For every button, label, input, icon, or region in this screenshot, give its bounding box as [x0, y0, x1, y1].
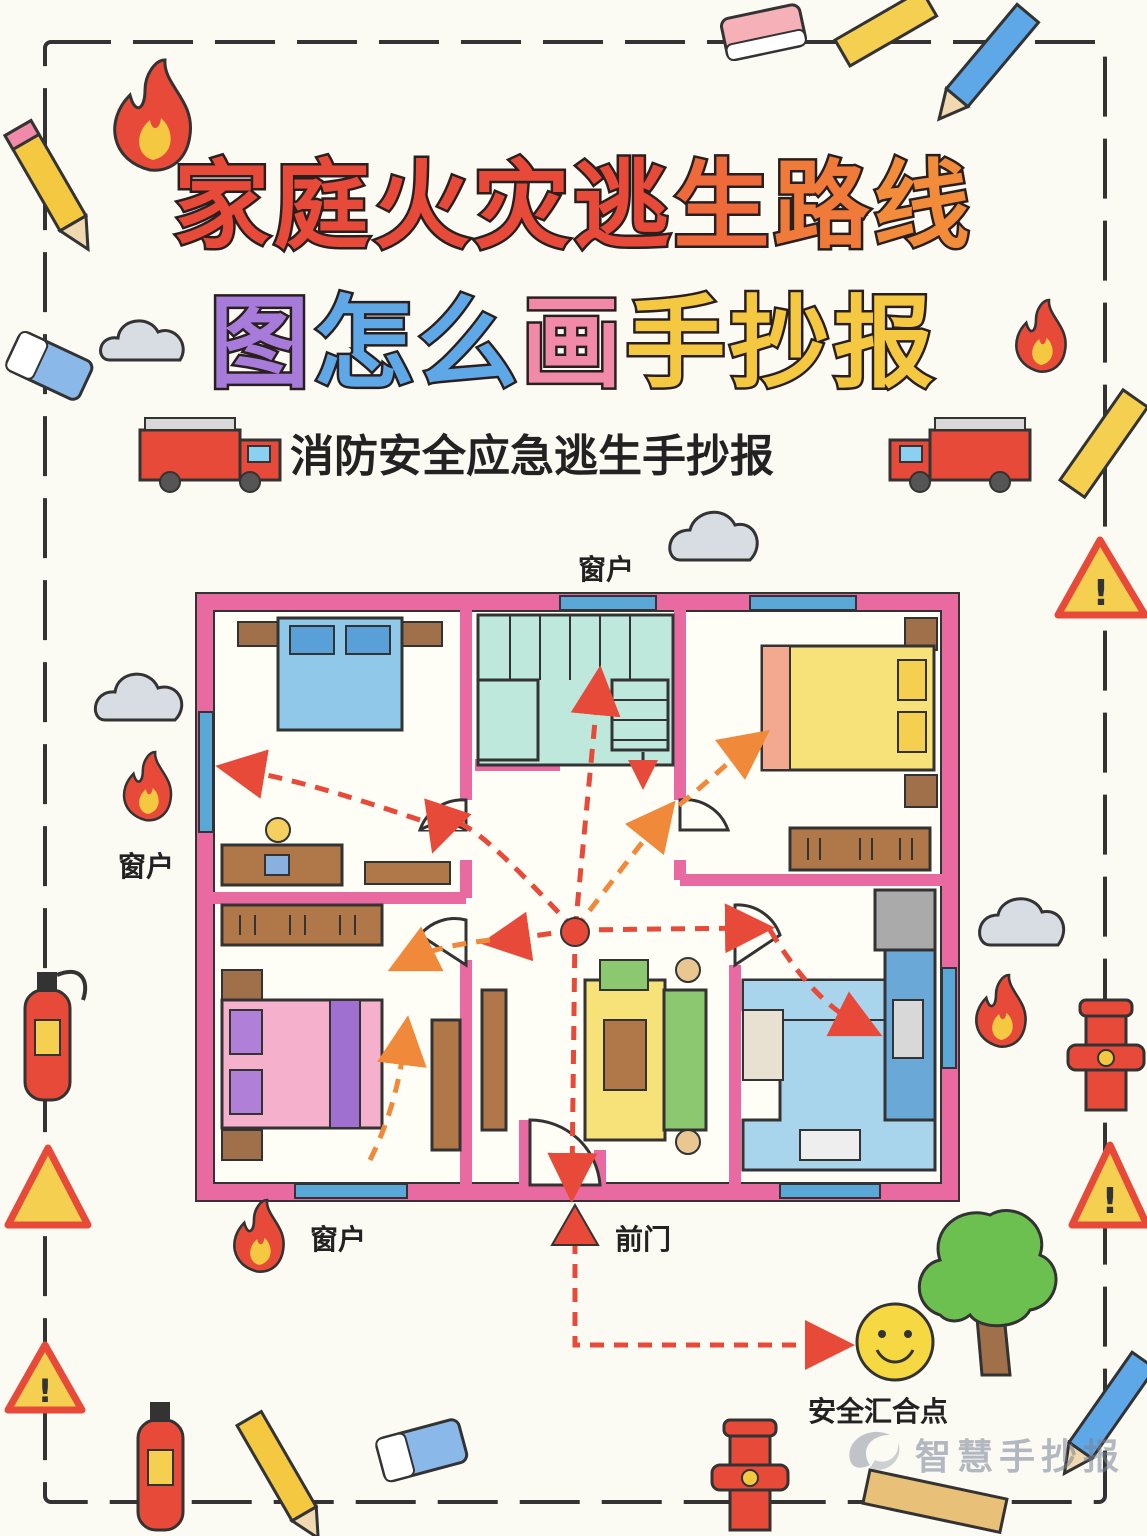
title-line-1-char: 逃	[571, 148, 674, 265]
fire-icon	[233, 1198, 285, 1273]
tree-icon	[917, 1209, 1058, 1377]
window-top-1	[559, 595, 657, 611]
subtitle: 消防安全应急逃生手抄报	[290, 431, 774, 482]
ruler-icon	[861, 1468, 1009, 1535]
watermark-logo-icon	[849, 1431, 900, 1470]
label-front-door: 前门	[615, 1223, 672, 1256]
fire-extinguisher-icon	[23, 969, 88, 1102]
staircase	[476, 613, 675, 790]
fire-icon	[975, 973, 1027, 1048]
title-line-1-char: 火	[371, 148, 474, 265]
label-window-bottom: 窗户	[310, 1223, 367, 1256]
title-line-1-char: 路	[771, 148, 874, 265]
fire-icon	[1015, 298, 1067, 373]
title-line-2-char: 手	[623, 283, 730, 405]
fire-extinguisher-icon	[136, 1402, 185, 1532]
ruler-icon	[832, 0, 939, 69]
label-assembly-point: 安全汇合点	[808, 1395, 949, 1428]
fire-truck-icon	[138, 417, 282, 493]
cloud-icon	[93, 319, 1065, 947]
fire-hydrant-icon	[1066, 998, 1146, 1112]
title-line-1: 家庭火灾逃生路线	[0, 128, 1147, 267]
fire-icon	[113, 58, 192, 172]
label-window-top: 窗户	[578, 553, 635, 586]
title-line-1-char: 生	[671, 148, 774, 265]
title-line-1-char: 家	[171, 148, 274, 265]
warning-icon: !	[4, 1341, 86, 1414]
window-top-2	[749, 595, 857, 611]
pencil-icon	[234, 1409, 320, 1536]
title-line-2: 图怎么画手抄报	[0, 262, 1147, 407]
title-line-2-char: 画	[519, 283, 626, 405]
fire-truck-icon	[888, 417, 1032, 493]
window-left	[198, 711, 214, 833]
pencil-icon	[2, 118, 90, 253]
ruler-icon	[1057, 387, 1147, 500]
title-line-1-char: 庭	[271, 148, 374, 265]
title-line-2-char: 抄	[727, 283, 834, 405]
title-line-2-char: 么	[415, 283, 522, 405]
eraser-icon	[375, 1418, 469, 1483]
bedroom-top-left	[220, 616, 451, 887]
window-bottom-1	[294, 1183, 408, 1199]
label-window-left: 窗户	[118, 850, 175, 883]
svg-text:!: !	[1102, 1181, 1118, 1222]
page-border	[43, 40, 1107, 1504]
pencil-icon	[1062, 1350, 1147, 1477]
window-bottom-2	[779, 1183, 881, 1199]
title-line-2-char: 图	[207, 283, 314, 405]
pencil-icon	[936, 2, 1041, 122]
exit-arrow	[550, 1202, 600, 1246]
title-line-2-char: 怎	[311, 283, 418, 405]
route-hub	[560, 917, 590, 947]
watermark: 智慧手抄报	[915, 1437, 1126, 1478]
eraser-icon	[5, 330, 94, 401]
warning-icon: !	[1068, 1141, 1147, 1229]
window-right	[941, 967, 957, 1069]
title-line-1-char: 线	[871, 148, 974, 265]
title-line-2-char: 报	[831, 283, 938, 405]
warning-icon: !	[1054, 536, 1147, 619]
warning-icon	[4, 1144, 92, 1229]
svg-text:!: !	[38, 1372, 53, 1410]
floor-plan	[195, 592, 960, 1370]
living-room	[480, 957, 708, 1155]
title-line-1-char: 灾	[471, 148, 574, 265]
fire-icon	[122, 750, 173, 822]
smiley-icon	[855, 1302, 935, 1382]
eraser-icon	[719, 3, 807, 62]
fire-hydrant-icon	[710, 1418, 790, 1532]
svg-text:!: !	[1093, 573, 1109, 614]
bedroom-bottom-left	[220, 903, 462, 1161]
